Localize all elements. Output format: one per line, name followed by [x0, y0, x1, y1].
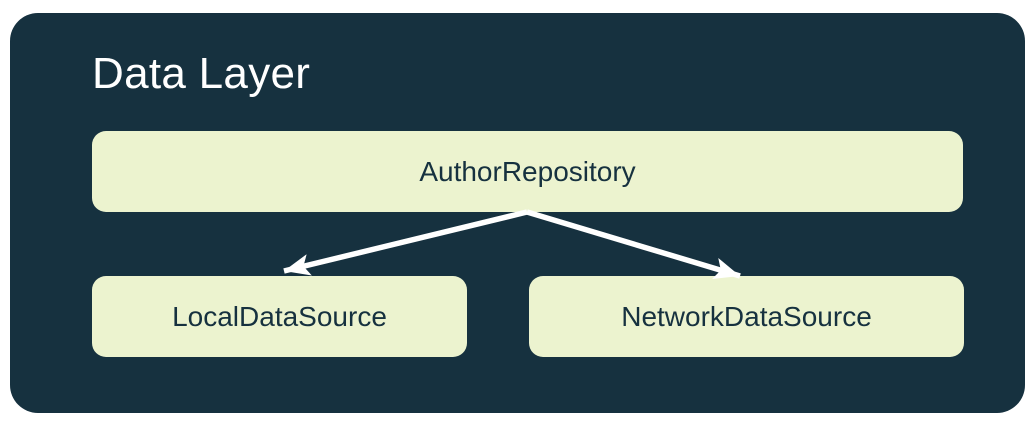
diagram-title: Data Layer	[92, 49, 311, 98]
node-local-data-source-label: LocalDataSource	[172, 300, 387, 332]
node-local-data-source: LocalDataSource	[92, 276, 467, 357]
node-network-data-source-label: NetworkDataSource	[621, 300, 872, 332]
node-author-repository-label: AuthorRepository	[419, 155, 636, 187]
node-network-data-source: NetworkDataSource	[529, 276, 964, 357]
node-author-repository: AuthorRepository	[92, 131, 963, 212]
data-layer-container: Data Layer AuthorRepository LocalDataSou…	[10, 13, 1025, 413]
